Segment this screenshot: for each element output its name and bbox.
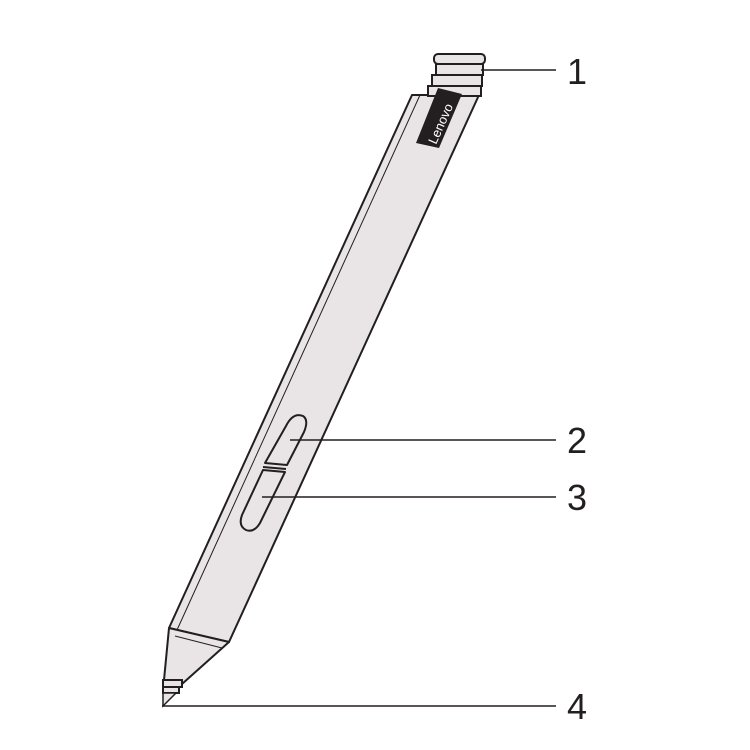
pen-tip [162,627,230,708]
callout-number-4: 4 [567,686,587,727]
bottom-side-button [239,469,286,532]
callout-number-1: 1 [567,51,587,92]
pen-barrel [168,94,480,643]
top-side-button [264,414,308,466]
pen-barrel-edge [176,94,421,631]
callout-number-2: 2 [567,420,587,461]
side-buttons [239,414,308,532]
nib [162,692,178,708]
eraser-cap [427,53,486,97]
callout-number-3: 3 [567,477,587,518]
